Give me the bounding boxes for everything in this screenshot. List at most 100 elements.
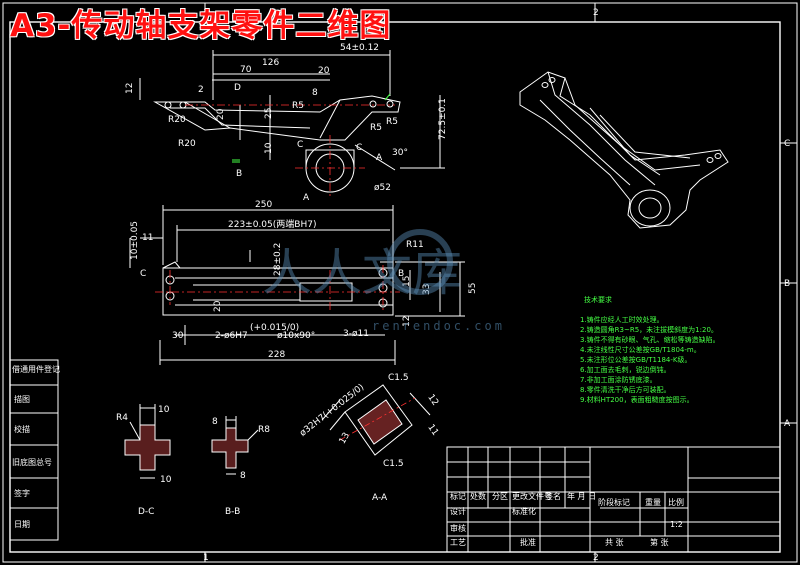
section-mark-a: A bbox=[376, 153, 383, 163]
reg-label-1: 描图 bbox=[14, 394, 30, 404]
tb-review: 审核 bbox=[450, 523, 466, 533]
tb-sheets-total: 共 张 bbox=[605, 538, 624, 547]
section-bb bbox=[211, 427, 249, 469]
view-arrow-c: C bbox=[356, 143, 362, 153]
dc-dim-10a: 10 bbox=[158, 405, 170, 415]
dim-hole3: 3-ø11 bbox=[343, 329, 369, 339]
registration-column bbox=[9, 359, 59, 541]
tb-sheet-no: 第 张 bbox=[650, 537, 669, 547]
dim-r20b: R20 bbox=[178, 139, 196, 149]
watermark-sub: renrendoc.com bbox=[372, 319, 505, 333]
zone-label-right-c: C bbox=[784, 139, 790, 149]
front-mark-c: C bbox=[140, 269, 146, 279]
tb-row1-zone: 分区 bbox=[492, 492, 508, 501]
aa-dim-13: 13 bbox=[338, 431, 352, 446]
bb-dim-r8: R8 bbox=[258, 425, 270, 435]
zone-label-bottom-1: 1 bbox=[203, 553, 209, 563]
tech-req-title: 技术要求 bbox=[584, 295, 612, 304]
dim-2: 2 bbox=[198, 85, 204, 95]
dim-10: 10 bbox=[264, 142, 274, 154]
tech-req-item-3: 4.未注线性尺寸公差按GB/T1804-m。 bbox=[580, 345, 701, 354]
front-view-centerlines bbox=[155, 265, 400, 310]
dim-8: 8 bbox=[312, 88, 318, 98]
aa-dim-dia: ø32H7(+0.025/0) bbox=[298, 382, 366, 438]
dim-12-front: 12 bbox=[402, 316, 412, 327]
dim-20v: 20 bbox=[216, 108, 226, 120]
dim-25: 25 bbox=[264, 108, 274, 119]
dim-12: 12 bbox=[125, 83, 135, 94]
dim-33: 33 bbox=[422, 284, 432, 295]
tech-req-item-8: 9.材料HT200，表面粗糙度按图示。 bbox=[580, 395, 694, 404]
dim-r11: R11 bbox=[406, 240, 424, 250]
reg-label-2: 校描 bbox=[14, 424, 30, 434]
dim-30deg: 30° bbox=[392, 148, 408, 158]
front-mark-b: B bbox=[398, 269, 404, 279]
reg-label-0: 借通用件登记 bbox=[12, 364, 60, 374]
aa-dim-c15b: C1.5 bbox=[383, 459, 404, 469]
dim-228: 228 bbox=[268, 350, 285, 360]
tb-row1-doc: 更改文件号 bbox=[512, 491, 552, 501]
reg-label-3: 旧底图总号 bbox=[12, 457, 52, 467]
zone-label-right-b: B bbox=[784, 279, 790, 289]
tb-stage: 阶段标记 bbox=[598, 497, 630, 507]
bb-label: B-B bbox=[225, 507, 240, 517]
dim-hole-tol: (+0.015/0) bbox=[250, 323, 299, 333]
tech-req-item-0: 1.铸件应经人工时效处理。 bbox=[580, 315, 664, 324]
section-mark-c: C bbox=[297, 140, 303, 150]
dim-20-front: 20 bbox=[213, 300, 223, 312]
tb-standard: 标准化 bbox=[512, 506, 536, 516]
dim-126: 126 bbox=[262, 58, 279, 68]
dim-55: 55 bbox=[468, 283, 478, 294]
dc-label: D-C bbox=[138, 507, 154, 517]
watermark-main: 人人文库 bbox=[262, 244, 462, 302]
tb-process: 工艺 bbox=[450, 538, 466, 547]
dim-d52: ø52 bbox=[374, 183, 391, 193]
dim-70: 70 bbox=[240, 65, 252, 75]
dim-20: 20 bbox=[318, 66, 330, 76]
bb-dim-8b: 8 bbox=[240, 471, 246, 481]
reg-label-4: 签字 bbox=[14, 488, 30, 498]
zone-label-top-1: 1 bbox=[203, 8, 209, 18]
reg-label-5: 日期 bbox=[14, 520, 30, 529]
dim-11: 11 bbox=[142, 233, 153, 243]
aa-label: A-A bbox=[372, 493, 388, 503]
top-view-centerlines bbox=[185, 104, 395, 198]
dim-223: 223±0.05(两端BH7) bbox=[228, 218, 316, 230]
dc-dim-10b: 10 bbox=[160, 475, 172, 485]
dim-r5a: R5 bbox=[292, 101, 304, 111]
section-aa bbox=[321, 384, 431, 456]
dim-54: 54±0.12 bbox=[340, 43, 379, 53]
aa-dim-12: 12 bbox=[425, 393, 440, 408]
dim-28: 28±0.2 bbox=[273, 243, 283, 276]
dim-72: 72.5±0.1 bbox=[438, 98, 448, 140]
drawing-title: A3-传动轴支架零件二维图 bbox=[10, 8, 392, 44]
aa-dim-c15a: C1.5 bbox=[388, 373, 409, 383]
zone-label-bottom-2: 2 bbox=[593, 553, 599, 563]
dim-hole-dia: ø10x90° bbox=[277, 331, 315, 341]
zone-label-right-a: A bbox=[784, 419, 791, 429]
top-view-green-markers bbox=[232, 93, 391, 163]
tech-req-item-4: 5.未注形位公差按GB/T1184-K级。 bbox=[580, 355, 691, 364]
section-mark-b: B bbox=[236, 169, 242, 179]
tb-row1-count: 处数 bbox=[470, 491, 486, 501]
bb-dim-8a: 8 bbox=[212, 417, 218, 427]
dc-dim-r4: R4 bbox=[116, 413, 128, 423]
tb-design: 设计 bbox=[450, 506, 466, 516]
section-mark-d: D bbox=[234, 83, 241, 93]
dim-r5b: R5 bbox=[370, 123, 382, 133]
tech-req-item-5: 6.加工面去毛刺，锐边倒钝。 bbox=[580, 365, 671, 374]
view-arrow-a: A bbox=[303, 193, 310, 203]
tech-req-item-2: 3.铸件不得有砂眼、气孔、缩松等铸造缺陷。 bbox=[580, 335, 720, 344]
watermark: 人人文库 renrendoc.com bbox=[262, 229, 505, 333]
front-view-part bbox=[129, 205, 465, 365]
tb-scale-header: 比例 bbox=[668, 497, 684, 507]
top-view-part bbox=[139, 50, 445, 193]
tb-scale: 1:2 bbox=[670, 520, 683, 529]
section-dc bbox=[124, 424, 171, 471]
section-bb-dims bbox=[225, 416, 259, 475]
isometric-view bbox=[519, 71, 729, 229]
dim-250: 250 bbox=[255, 200, 272, 210]
dim-r5c: R5 bbox=[386, 117, 398, 127]
